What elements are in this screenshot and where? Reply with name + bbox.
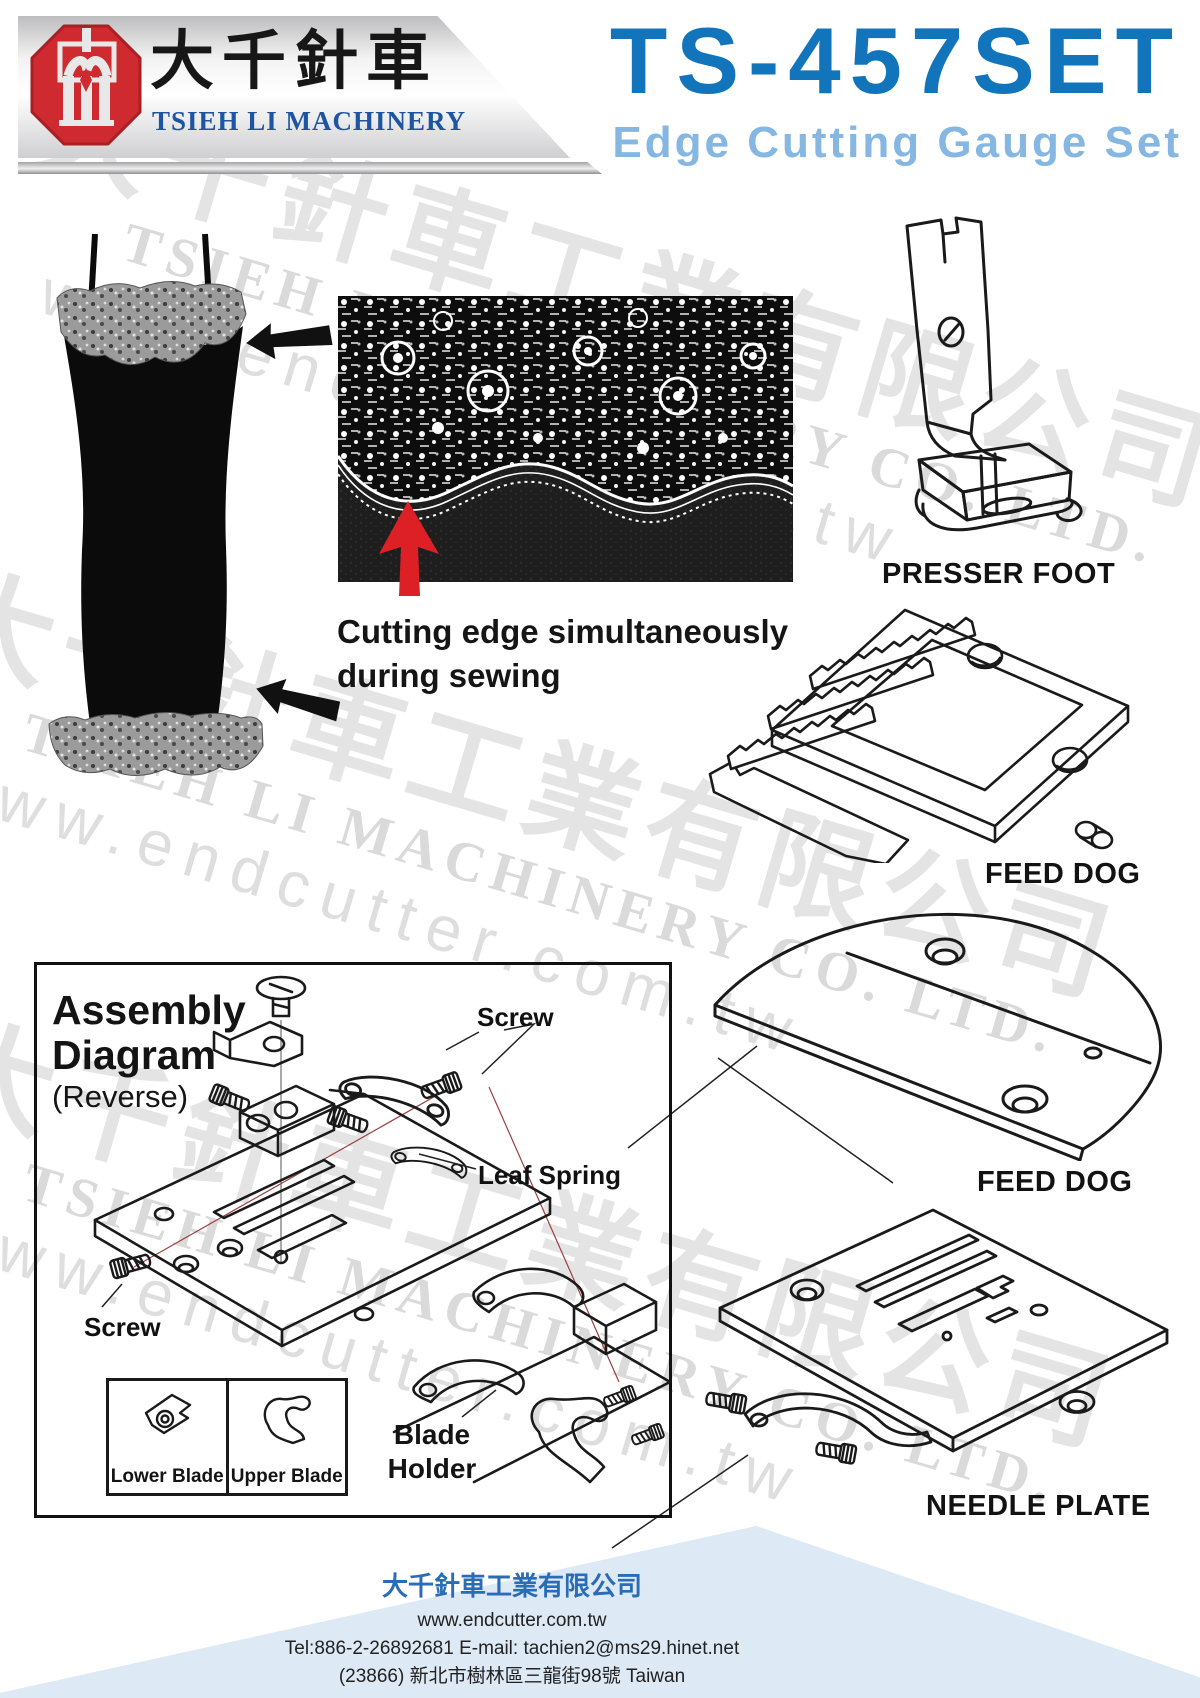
assembly-label-screw-top: Screw	[477, 1002, 554, 1032]
blades-legend-box: Lower Blade Upper Blade	[106, 1378, 348, 1496]
company-name-en: TSIEH LI MACHINERY	[152, 106, 467, 136]
footer-company-name: 大千針車工業有限公司	[381, 1571, 642, 1601]
callout-arrow-bottom-icon	[256, 678, 341, 722]
part-label-feed-dog-1: FEED DOG	[985, 858, 1141, 890]
feed-dog-illustration	[708, 608, 1130, 863]
assembly-title-line3: (Reverse)	[52, 1079, 189, 1115]
callout-arrow-top-icon	[246, 323, 333, 360]
assembly-label-screw-bottom: Screw	[84, 1312, 161, 1342]
lace-closeup-photo	[338, 296, 793, 596]
header-band-strip	[18, 162, 602, 174]
upper-blade-cell: Upper Blade	[225, 1381, 346, 1493]
part-label-feed-dog-2: FEED DOG	[977, 1166, 1133, 1198]
footer: 大千針車工業有限公司 www.endcutter.com.tw Tel:886-…	[112, 1570, 912, 1689]
dress-illustration	[48, 233, 264, 776]
half-moon-plate-illustration	[713, 913, 1162, 1161]
red-arrow-icon	[379, 501, 439, 596]
assembly-diagram-box	[34, 962, 672, 1518]
product-model-title: TS-457SET	[609, 8, 1182, 113]
caption: Cutting edge simultaneously during sewin…	[337, 610, 788, 698]
footer-address: (23866) 新北市樹林區三龍街98號 Taiwan	[338, 1666, 686, 1687]
footer-tel-email: Tel:886-2-26892681 E-mail: tachien2@ms29…	[284, 1638, 740, 1660]
caption-line2: during sewing	[337, 657, 561, 695]
assembly-title: Assembly Diagram (Reverse)	[52, 987, 246, 1115]
upper-blade-icon	[263, 1395, 311, 1445]
assembly-title-line1: Assembly	[52, 987, 246, 1033]
assembly-label-blade-holder: Blade Holder	[387, 1419, 477, 1485]
footer-website: www.endcutter.com.tw	[417, 1609, 607, 1631]
upper-blade-label: Upper Blade	[230, 1466, 343, 1487]
caption-line1: Cutting edge simultaneously	[337, 613, 789, 650]
lower-blade-icon	[145, 1393, 192, 1435]
company-name-cn: 大千針車	[150, 25, 438, 97]
presser-foot-illustration	[905, 216, 1083, 532]
lower-blade-label: Lower Blade	[110, 1466, 224, 1487]
part-label-presser-foot: PRESSER FOOT	[882, 558, 1116, 590]
lower-blade-cell: Lower Blade	[109, 1381, 226, 1493]
assembly-exploded-drawing	[93, 975, 672, 1484]
assembly-title-line2: Diagram	[52, 1032, 217, 1079]
product-subtitle: Edge Cutting Gauge Set	[612, 118, 1182, 167]
company-logo-icon	[30, 24, 142, 146]
assembly-label-leaf-spring: Leaf Spring	[478, 1160, 622, 1190]
needle-plate-illustration	[703, 1208, 1169, 1466]
part-label-needle-plate: NEEDLE PLATE	[926, 1490, 1151, 1522]
